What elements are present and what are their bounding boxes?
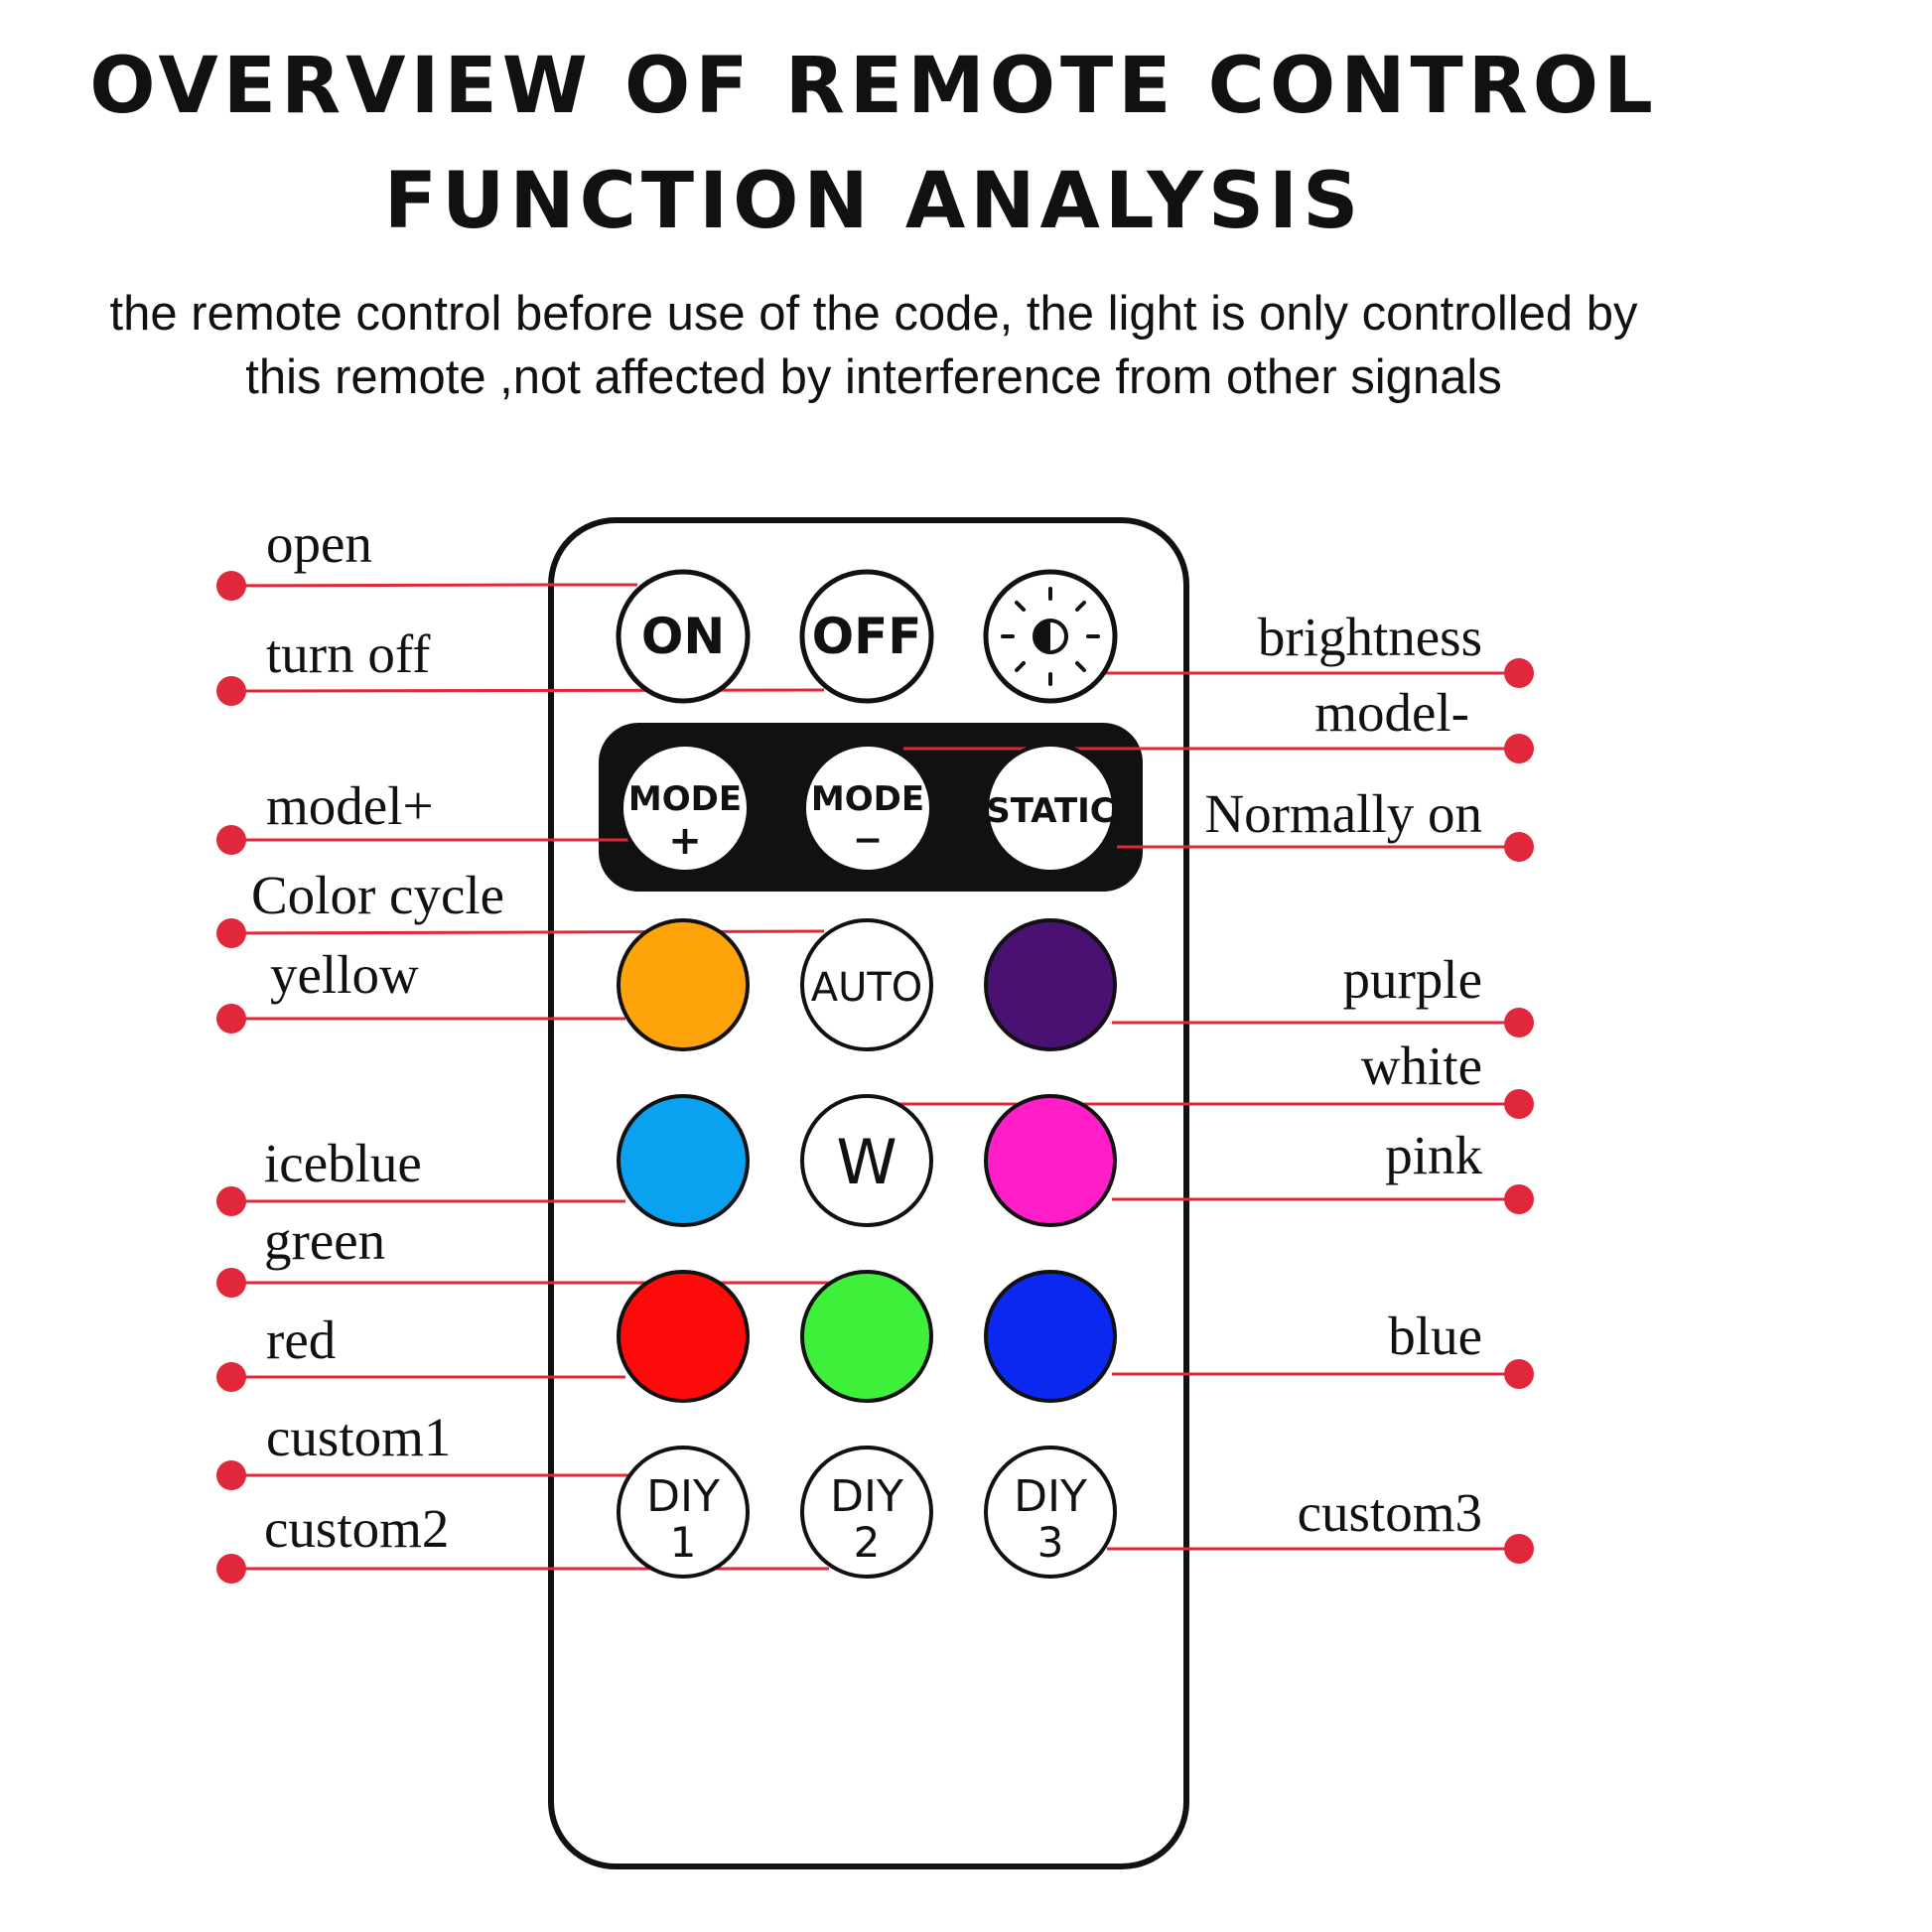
label-brightness: brightness — [1258, 607, 1482, 667]
dot-custom2 — [216, 1554, 246, 1584]
subtitle-line-1: the remote control before use of the cod… — [109, 287, 1638, 341]
label-yellow: yellow — [270, 944, 419, 1005]
dot-model-plus — [216, 825, 246, 855]
white-label: W — [836, 1126, 897, 1198]
mode-plus-label: MODE — [628, 779, 742, 819]
dot-custom1 — [216, 1460, 246, 1490]
label-white: white — [1361, 1035, 1482, 1096]
dot-brightness — [1504, 658, 1534, 688]
dot-model-minus — [1504, 734, 1534, 763]
auto-label: AUTO — [811, 965, 923, 1011]
leader-open — [230, 583, 637, 588]
dot-custom3 — [1504, 1534, 1534, 1564]
label-turn-off: turn off — [266, 623, 431, 684]
dot-blue — [1504, 1359, 1534, 1389]
label-model-plus: model+ — [266, 775, 434, 836]
dot-turn-off — [216, 676, 246, 706]
label-custom3: custom3 — [1298, 1482, 1482, 1543]
dot-red — [216, 1362, 246, 1392]
diy2-label: DIY — [830, 1471, 903, 1522]
dot-yellow — [216, 1004, 246, 1034]
label-open: open — [266, 513, 372, 574]
brightness-button[interactable] — [983, 569, 1118, 704]
label-green: green — [264, 1210, 385, 1271]
diy3-button[interactable]: DIY 3 — [984, 1446, 1117, 1579]
dot-color-cycle — [216, 918, 246, 948]
dot-green — [216, 1268, 246, 1298]
diy1-number: 1 — [670, 1518, 697, 1567]
title-line-1: OVERVIEW OF REMOTE CONTROL — [89, 42, 1658, 131]
label-custom2: custom2 — [264, 1498, 449, 1559]
dot-open — [216, 571, 246, 601]
label-custom1: custom1 — [266, 1407, 451, 1467]
dot-iceblue — [216, 1186, 246, 1216]
purple-button[interactable] — [984, 918, 1117, 1051]
endpoint-dots — [216, 571, 1534, 1584]
diy3-label: DIY — [1014, 1471, 1087, 1522]
pink-button[interactable] — [984, 1094, 1117, 1227]
mode-minus-label: MODE — [811, 779, 924, 819]
green-button[interactable] — [800, 1270, 933, 1403]
mode-plus-button[interactable]: MODE + — [620, 743, 751, 874]
label-pink: pink — [1385, 1125, 1482, 1185]
label-normally-on: Normally on — [1204, 783, 1482, 844]
dot-white — [1504, 1089, 1534, 1119]
white-button[interactable]: W — [800, 1094, 933, 1227]
label-blue: blue — [1388, 1306, 1482, 1366]
diy2-number: 2 — [854, 1518, 881, 1567]
on-button-label: ON — [641, 608, 725, 665]
mode-minus-sign: − — [853, 820, 883, 861]
off-button-label: OFF — [812, 608, 922, 665]
diy3-number: 3 — [1037, 1518, 1064, 1567]
static-button[interactable]: STATIC — [985, 743, 1116, 874]
mode-plus-sign: + — [668, 818, 702, 864]
auto-button[interactable]: AUTO — [800, 918, 933, 1051]
yellow-button[interactable] — [617, 918, 750, 1051]
title-line-2: FUNCTION ANALYSIS — [383, 157, 1364, 246]
label-color-cycle: Color cycle — [251, 865, 504, 925]
static-label: STATIC — [986, 791, 1115, 831]
on-button[interactable]: ON — [616, 569, 751, 704]
leader-lines — [230, 583, 1519, 1571]
diy1-label: DIY — [646, 1471, 720, 1522]
brightness-icon — [1001, 587, 1100, 686]
red-button[interactable] — [617, 1270, 750, 1403]
leader-color-cycle — [230, 929, 825, 935]
diy1-button[interactable]: DIY 1 — [617, 1446, 750, 1579]
mode-minus-button[interactable]: MODE − — [802, 743, 933, 874]
dot-purple — [1504, 1008, 1534, 1037]
dot-normally-on — [1504, 832, 1534, 862]
blue-button[interactable] — [984, 1270, 1117, 1403]
dot-pink — [1504, 1184, 1534, 1214]
leader-turn-off — [230, 688, 825, 693]
label-model-minus: model- — [1314, 682, 1469, 743]
label-purple: purple — [1342, 949, 1482, 1010]
label-red: red — [266, 1310, 336, 1370]
diy2-button[interactable]: DIY 2 — [800, 1446, 933, 1579]
off-button[interactable]: OFF — [799, 569, 934, 704]
iceblue-button[interactable] — [617, 1094, 750, 1227]
label-iceblue: iceblue — [264, 1133, 422, 1193]
subtitle-line-2: this remote ,not affected by interferenc… — [245, 350, 1502, 404]
